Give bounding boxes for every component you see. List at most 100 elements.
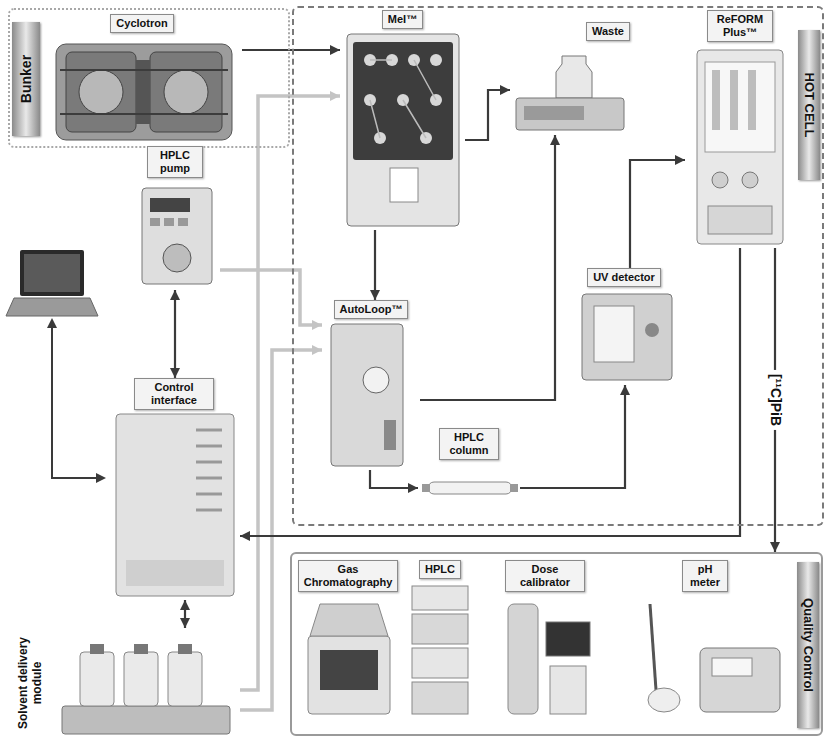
control-interface: Control interface (108, 378, 240, 600)
illustration-shape (582, 294, 672, 380)
side-band: HOT CELL (798, 30, 820, 180)
device-label: Control interface (134, 378, 214, 410)
arrow-head (312, 320, 322, 330)
illustration-shape (308, 636, 390, 714)
hplc-pump-drawing (142, 188, 212, 284)
connector-arrow (420, 135, 560, 400)
autoloop-drawing (331, 324, 403, 466)
illustration-shape (370, 60, 436, 138)
illustration-shape (430, 54, 442, 66)
solvent-module-drawing (62, 644, 230, 734)
solvent-line (220, 270, 322, 330)
illustration-shape (52, 320, 100, 478)
device-label: AutoLoop™ (334, 300, 409, 319)
connector-line (174, 290, 176, 378)
device-label: Waste (586, 22, 630, 41)
illustration-shape (708, 206, 772, 234)
illustration-shape (56, 44, 232, 140)
arrow-head (675, 155, 685, 165)
waste-bottle: Waste (510, 22, 630, 135)
bunker-region: Bunker Cyclotron (8, 8, 290, 148)
arrow-head (370, 290, 380, 300)
illustration-shape (90, 644, 104, 654)
side-band: Bunker (12, 22, 40, 136)
connector-line (240, 248, 740, 536)
illustration-shape (134, 644, 148, 654)
illustration-shape (645, 323, 659, 337)
arrow-head (180, 600, 190, 610)
illustration-shape (150, 218, 160, 226)
connector-arrow (465, 85, 510, 140)
solvent-line (240, 345, 322, 710)
control-interface-drawing (116, 414, 234, 596)
illustration-shape (363, 367, 389, 393)
illustration-shape (508, 604, 538, 714)
illustration-shape (320, 650, 378, 690)
connector-line (465, 90, 510, 140)
illustration-shape (516, 98, 624, 130)
illustration-shape (310, 604, 388, 636)
connector-arrow (180, 600, 190, 628)
illustration-shape (705, 62, 775, 152)
arrow-head (180, 618, 190, 628)
illustration-shape (697, 50, 783, 244)
formulation-module: ReFORM Plus™ (685, 10, 795, 248)
illustration-shape (62, 706, 230, 734)
arrow-head (770, 542, 780, 552)
illustration-shape (124, 652, 158, 706)
device-label: Gas Chromatography (298, 560, 399, 592)
solvent-delivery-module: Solvent delivery module (8, 628, 240, 738)
illustration-shape (150, 52, 222, 132)
waste-drawing (516, 56, 624, 130)
uv-detector: UV detector (568, 268, 680, 385)
illustration-shape (390, 168, 418, 202)
illustration-shape (712, 172, 728, 188)
illustration-shape (412, 682, 468, 714)
illustration-shape (79, 70, 123, 114)
illustration-shape (524, 106, 584, 120)
hot-cell-region: HOT CELLMeI™WasteReFORM Plus™AutoLoop™UV… (292, 6, 824, 526)
side-text-column: Solvent delivery module (8, 630, 54, 736)
gas-chromatograph-drawing (308, 604, 390, 714)
hplc-system-drawing (412, 586, 468, 714)
illustration-shape (748, 70, 756, 130)
illustration-shape (80, 652, 114, 706)
illustration-shape (712, 658, 752, 676)
illustration-shape (20, 250, 84, 296)
arrow-head (312, 345, 322, 355)
illustration-shape (196, 430, 222, 510)
arrow-head (408, 483, 418, 493)
illustration-shape (556, 56, 592, 98)
illustration-shape (331, 324, 403, 466)
connector-line (220, 270, 322, 325)
illustration-shape (47, 318, 57, 328)
arrow-head (170, 290, 180, 300)
illustration-shape (412, 586, 468, 610)
illustration-shape (24, 254, 80, 292)
device-label: Cyclotron (110, 14, 173, 33)
uv-detector-drawing (582, 294, 672, 380)
illustration-shape (60, 70, 228, 114)
illustration-shape (66, 52, 136, 132)
quality-control-region: Quality Control Gas Chromatography HPLC Dos… (290, 552, 823, 736)
device-label: UV detector (587, 268, 661, 287)
connector-line (630, 160, 685, 268)
dose-calibrator: Dose calibrator (495, 560, 595, 720)
illustration-shape (178, 218, 188, 226)
illustration-shape (6, 298, 98, 316)
illustration-shape (594, 306, 634, 362)
cyclotron-drawing (56, 44, 232, 140)
illustration-shape (700, 648, 780, 712)
ph-meter-drawing (648, 604, 780, 712)
dose-calibrator-drawing (508, 604, 590, 714)
arrow-head (620, 385, 630, 395)
illustration-shape (164, 70, 208, 114)
device-label: HPLC (419, 560, 461, 579)
device-label: HPLC column (439, 428, 499, 460)
arrow-head (330, 91, 340, 101)
device-label: Dose calibrator (505, 560, 585, 592)
side-band: Quality Control (797, 562, 819, 728)
illustration-shape (550, 666, 586, 714)
